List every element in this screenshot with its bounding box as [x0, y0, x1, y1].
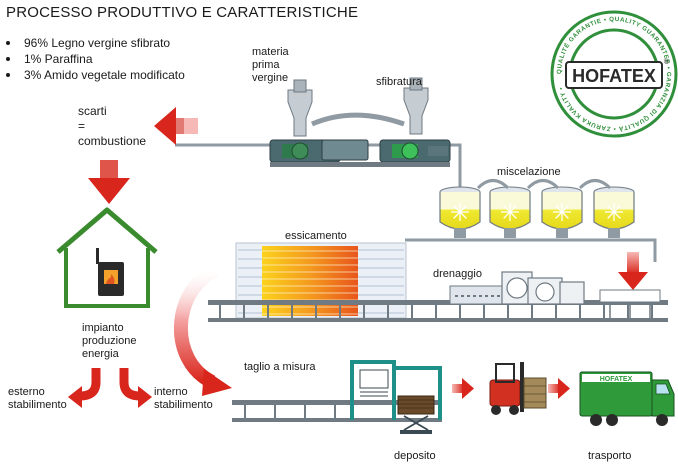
ingredient-item: 96% Legno vergine sfibrato: [6, 35, 185, 51]
ingredient-item: 1% Paraffina: [6, 51, 185, 67]
bullet-icon: [6, 72, 10, 77]
arrow-right-1: [452, 378, 474, 399]
label-taglio: taglio a misura: [244, 361, 316, 373]
label-essicamento: essicamento: [285, 230, 347, 242]
forklift-icon: [489, 362, 547, 415]
label-sfibratura: sfibratura: [376, 76, 422, 88]
fiberizing-line: [175, 77, 462, 180]
logo-brand: HOFATEX: [572, 66, 656, 86]
mixing-tank-icon: [439, 186, 481, 238]
page-title: PROCESSO PRODUTTIVO E CARATTERISTICHE: [6, 4, 359, 21]
mixing-tank-icon: [541, 186, 583, 238]
label-drenaggio: drenaggio: [433, 268, 482, 280]
mixing-tank-icon: [593, 186, 635, 238]
label-scarti: scarti = combustione: [78, 104, 147, 148]
label-esterno: esterno stabilimento: [8, 386, 67, 411]
arrow-down-house: [88, 160, 130, 204]
arrow-curve-to-cutting: [173, 263, 232, 396]
house-icon: [56, 207, 158, 308]
arrow-right-2: [548, 378, 570, 399]
arrow-energy-esterno: [68, 368, 101, 408]
mixing-tank-icon: [489, 186, 531, 238]
bullet-icon: [6, 56, 10, 61]
arrow-left-scarti: [154, 107, 198, 145]
truck-brand: HOFATEX: [600, 376, 633, 383]
label-trasporto: trasporto: [588, 450, 632, 462]
ingredient-item: 3% Amido vegetale modificato: [6, 67, 185, 83]
dryer: [235, 242, 407, 319]
label-interno: interno stabilimento: [154, 386, 213, 411]
arrow-energy-interno: [119, 368, 152, 408]
logo-registered: ®: [664, 58, 670, 66]
cutting-line: [232, 360, 442, 434]
arrow-down-tanks: [618, 252, 648, 290]
truck-icon: HOFATEX: [579, 371, 675, 426]
bullet-icon: [6, 40, 10, 45]
ingredient-list: 96% Legno vergine sfibrato 1% Paraffina …: [6, 35, 185, 83]
label-deposito: deposito: [394, 450, 436, 462]
hofatex-logo: QUALITÉ GARANTIE • QUALITY GUARANTEE • G…: [550, 10, 678, 138]
label-impianto: impianto produzione energia: [82, 322, 137, 360]
mixing-tanks: [405, 179, 657, 262]
label-miscelazione: miscelazione: [497, 166, 561, 178]
press-line: [208, 271, 668, 322]
label-materia: materia prima vergine: [252, 46, 289, 84]
